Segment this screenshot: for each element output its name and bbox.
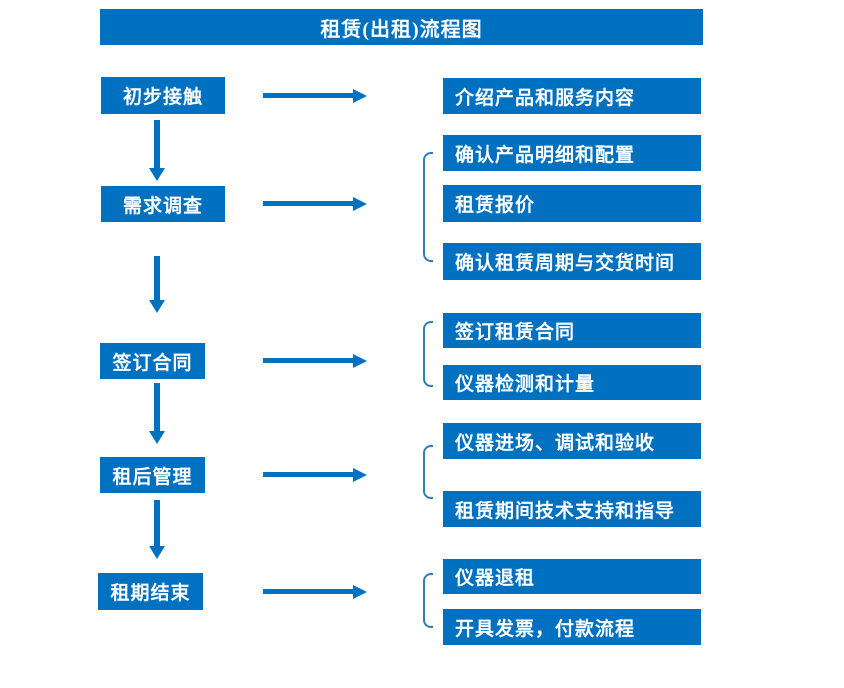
down-arrow-step2-step3 [154, 256, 160, 300]
right-arrow-step5 [263, 589, 353, 594]
group-bracket-sign-contract [423, 321, 433, 387]
down-arrow-step3-step4 [154, 383, 160, 431]
detail-box-instrument-setup-acceptance: 仪器进场、调试和验收 [443, 423, 701, 459]
detail-box-confirm-rental-period: 确认租赁周期与交货时间 [443, 243, 701, 280]
step-box-post-rental-management: 租后管理 [100, 457, 205, 493]
right-arrow-step4 [263, 472, 353, 477]
group-bracket-post-rental [423, 445, 433, 499]
detail-box-intro-products-services: 介绍产品和服务内容 [443, 78, 701, 114]
right-arrow-step1 [263, 93, 353, 98]
group-bracket-lease-end [423, 573, 433, 628]
right-arrow-step2 [263, 201, 353, 206]
step-box-lease-end: 租期结束 [98, 573, 203, 610]
detail-box-confirm-product-details: 确认产品明细和配置 [443, 135, 701, 171]
detail-box-invoice-payment: 开具发票，付款流程 [443, 609, 701, 645]
detail-box-sign-rental-contract: 签订租赁合同 [443, 313, 701, 348]
down-arrow-step1-step2 [154, 120, 160, 168]
flowchart-title: 租赁(出租)流程图 [100, 9, 703, 45]
detail-box-instrument-inspection: 仪器检测和计量 [443, 365, 701, 400]
detail-box-tech-support: 租赁期间技术支持和指导 [443, 491, 701, 527]
detail-box-rental-quote: 租赁报价 [443, 185, 701, 222]
right-arrow-step3 [263, 358, 353, 363]
group-bracket-demand-survey [423, 152, 433, 262]
step-box-initial-contact: 初步接触 [101, 77, 225, 114]
down-arrow-step4-step5 [154, 500, 160, 546]
step-box-demand-survey: 需求调查 [101, 186, 225, 222]
step-box-sign-contract: 签订合同 [100, 343, 205, 379]
detail-box-instrument-return: 仪器退租 [443, 559, 701, 594]
